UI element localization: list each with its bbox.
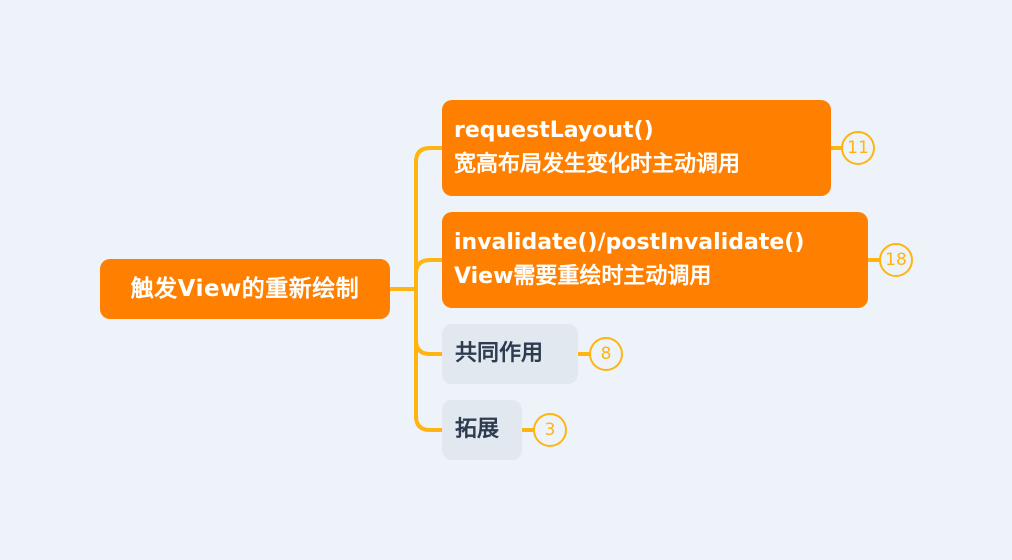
collapsed-count-badge[interactable]: 8 [589, 337, 623, 371]
topic-description: View需要重绘时主动调用 [454, 264, 712, 289]
collapsed-count-badge[interactable]: 18 [879, 243, 913, 277]
topic-label: 拓展 [455, 417, 500, 442]
branch-2-connector [414, 258, 444, 276]
root-topic-label: 触发View的重新绘制 [130, 276, 360, 302]
root-topic[interactable]: 触发View的重新绘制 [100, 259, 390, 319]
branch-3-connector [414, 338, 444, 356]
topic-combined-effect[interactable]: 共同作用 [442, 324, 578, 384]
topic-title: requestLayout() [454, 118, 654, 143]
topic-label: 共同作用 [455, 341, 544, 366]
topic-request-layout[interactable]: requestLayout() 宽高布局发生变化时主动调用 [442, 100, 831, 196]
collapsed-count-badge[interactable]: 11 [841, 131, 875, 165]
topic-invalidate[interactable]: invalidate()/postInvalidate() View需要重绘时主… [442, 212, 868, 308]
collapsed-count-badge[interactable]: 3 [533, 413, 567, 447]
topic-description: 宽高布局发生变化时主动调用 [454, 152, 741, 177]
topic-title: invalidate()/postInvalidate() [454, 230, 805, 255]
branch-4-connector [414, 414, 444, 432]
topic-extension[interactable]: 拓展 [442, 400, 522, 460]
branch-1-connector [414, 146, 444, 164]
